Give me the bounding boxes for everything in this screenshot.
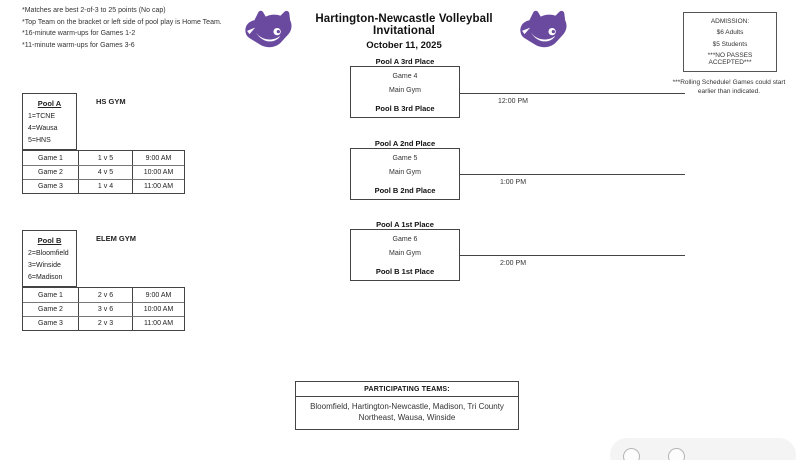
pool-b-games-table: Game 1 2 v 6 9:00 AM Game 2 3 v 6 10:00 … <box>22 287 185 331</box>
bracket-top-seed: Pool A 1st Place <box>376 220 434 229</box>
bracket-game-time: 12:00 PM <box>498 98 528 105</box>
bracket-bottom-seed: Pool B 1st Place <box>375 267 435 276</box>
table-row: Game 3 1 v 4 11:00 AM <box>23 179 184 193</box>
bracket-gym: Main Gym <box>389 169 421 176</box>
pool-a-gym-label: HS GYM <box>96 97 126 106</box>
bracket-connector-line <box>460 174 685 175</box>
game-time: 10:00 AM <box>132 303 184 316</box>
header: Hartington-Newcastle Volleyball Invitati… <box>288 13 520 51</box>
note-line: *11-minute warm-ups for Games 3-6 <box>22 41 135 49</box>
bracket-game-number: Game 5 <box>392 155 418 162</box>
pool-a-name: Pool A <box>37 98 62 108</box>
game-time: 9:00 AM <box>132 288 184 302</box>
game-label: Game 1 <box>38 154 63 162</box>
pool-b-name: Pool B <box>37 235 62 245</box>
game-label: Game 2 <box>38 169 63 176</box>
table-row: Game 3 2 v 3 11:00 AM <box>23 316 184 330</box>
game-matchup: 1 v 5 <box>78 151 132 165</box>
game-matchup: 4 v 5 <box>78 166 132 179</box>
bracket-gym: Main Gym <box>389 87 421 94</box>
game-label: Game 2 <box>38 306 63 313</box>
admission-no-passes: ***NO PASSES ACCEPTED*** <box>707 51 753 66</box>
game-matchup: 2 v 6 <box>78 288 132 302</box>
bracket-game-number: Game 4 <box>392 73 418 80</box>
admission-adults: $6 Adults <box>716 29 744 37</box>
bracket-connector-line <box>460 93 685 94</box>
pool-b-team: 6=Madison <box>28 274 63 282</box>
game-label: Game 1 <box>38 291 63 299</box>
bracket-game-box: Game 5 Main Gym Pool B 2nd Place <box>350 148 460 200</box>
circle-button-icon[interactable] <box>623 448 640 460</box>
wildcat-logo-icon <box>245 10 292 48</box>
admission-box: ADMISSION: $6 Adults $5 Students ***NO P… <box>683 12 777 72</box>
pool-a-team: 4=Wausa <box>28 125 58 133</box>
table-row: Game 1 2 v 6 9:00 AM <box>23 288 184 302</box>
page-title: Hartington-Newcastle Volleyball Invitati… <box>315 13 493 37</box>
game-label: Game 3 <box>38 183 63 190</box>
bracket-gym: Main Gym <box>389 250 421 257</box>
bracket-bottom-seed: Pool B 3rd Place <box>375 104 435 113</box>
participating-teams-box: PARTICIPATING TEAMS: Bloomfield, Harting… <box>295 381 519 431</box>
game-time: 10:00 AM <box>132 166 184 179</box>
pool-b-team: 2=Bloomfield <box>28 249 69 257</box>
note-line: *Top Team on the bracket or left side of… <box>22 18 222 26</box>
game-time: 9:00 AM <box>132 151 184 165</box>
tournament-notes: *Matches are best 2-of-3 to 25 points (N… <box>22 7 222 53</box>
bracket-connector-line <box>460 255 685 256</box>
game-time: 11:00 AM <box>132 317 184 330</box>
pool-b-gym-label: ELEM GYM <box>96 234 137 243</box>
bracket-game-box: Game 6 Main Gym Pool B 1st Place <box>350 229 460 281</box>
note-line: *16-minute warm-ups for Games 1-2 <box>22 30 136 37</box>
pool-a-games-table: Game 1 1 v 5 9:00 AM Game 2 4 v 5 10:00 … <box>22 150 185 194</box>
game-time: 11:00 AM <box>132 180 184 193</box>
admission-students: $5 Students <box>712 40 748 48</box>
admission-title: ADMISSION: <box>710 18 750 26</box>
pool-b-teams-box: Pool B 2=Bloomfield 3=Winside 6=Madison <box>22 230 77 287</box>
circle-button-icon[interactable] <box>668 448 685 460</box>
bracket-top-seed: Pool A 3rd Place <box>375 57 435 66</box>
viewer-toolbar <box>610 438 796 460</box>
bracket-game-number: Game 6 <box>392 236 418 243</box>
table-row: Game 1 1 v 5 9:00 AM <box>23 151 184 165</box>
bracket-game-time: 2:00 PM <box>499 260 527 267</box>
game-label: Game 3 <box>38 320 63 327</box>
event-date: October 11, 2025 <box>366 40 442 51</box>
wildcat-logo-icon <box>520 10 567 48</box>
bracket-bottom-seed: Pool B 2nd Place <box>374 186 436 195</box>
bracket-game-box: Game 4 Main Gym Pool B 3rd Place <box>350 66 460 118</box>
note-line: *Matches are best 2-of-3 to 25 points (N… <box>22 7 166 14</box>
rolling-schedule-note: ***Rolling Schedule! Games could start e… <box>672 79 786 95</box>
table-row: Game 2 3 v 6 10:00 AM <box>23 302 184 316</box>
pool-a-teams-box: Pool A 1=TCNE 4=Wausa 5=HNS <box>22 93 77 150</box>
pool-a-team: 1=TCNE <box>28 112 56 120</box>
bracket-top-seed: Pool A 2nd Place <box>374 139 436 148</box>
table-row: Game 2 4 v 5 10:00 AM <box>23 165 184 179</box>
game-matchup: 2 v 3 <box>78 317 132 330</box>
game-matchup: 3 v 6 <box>78 303 132 316</box>
participating-teams-title: PARTICIPATING TEAMS: <box>296 382 518 397</box>
bracket-game-time: 1:00 PM <box>499 179 527 186</box>
pool-b-team: 3=Winside <box>28 262 61 270</box>
game-matchup: 1 v 4 <box>78 180 132 193</box>
participating-teams-list: Bloomfield, Hartington-Newcastle, Madiso… <box>310 402 504 423</box>
pool-a-team: 5=HNS <box>28 137 51 145</box>
